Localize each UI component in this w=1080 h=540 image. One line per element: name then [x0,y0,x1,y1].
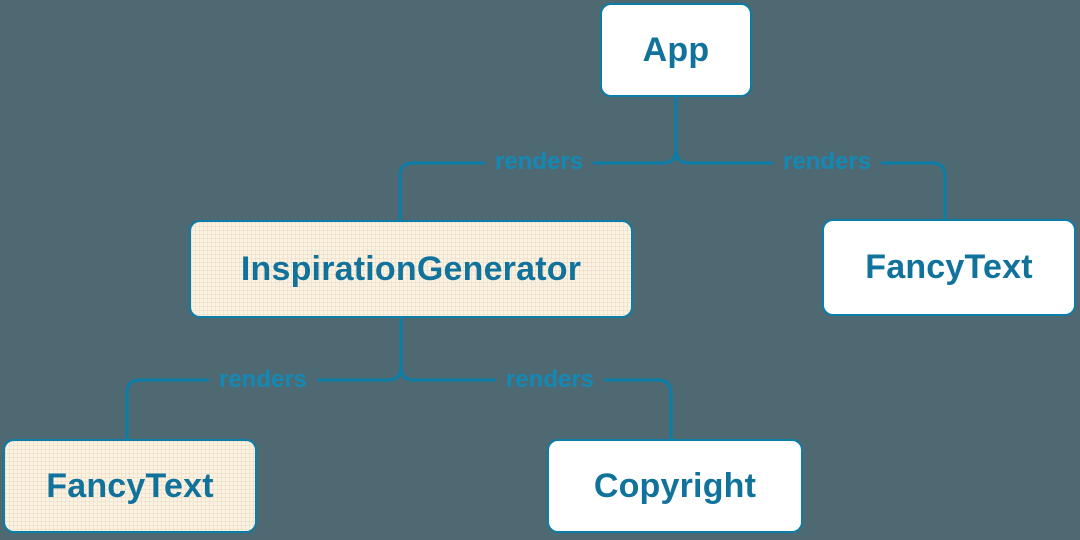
node-inspiration-generator: InspirationGenerator [189,220,633,318]
node-fancy-text-left: FancyText [3,439,257,533]
node-fancy-text-right: FancyText [822,219,1076,316]
node-fancy-text-right-label: FancyText [865,248,1033,286]
edge-label-renders-app-fancytext: renders [772,146,882,178]
node-inspiration-generator-label: InspirationGenerator [240,249,582,288]
node-copyright: Copyright [547,439,803,533]
node-app: App [600,3,752,97]
edge-label-renders-inspirationgenerator-fancytext: renders [208,364,318,396]
node-fancy-text-left-label: FancyText [46,466,214,505]
edge-label-renders-app-inspirationgenerator: renders [484,146,594,178]
node-app-label: App [642,30,710,69]
node-copyright-label: Copyright [593,466,757,505]
edge-label-renders-inspirationgenerator-copyright: renders [495,364,605,396]
